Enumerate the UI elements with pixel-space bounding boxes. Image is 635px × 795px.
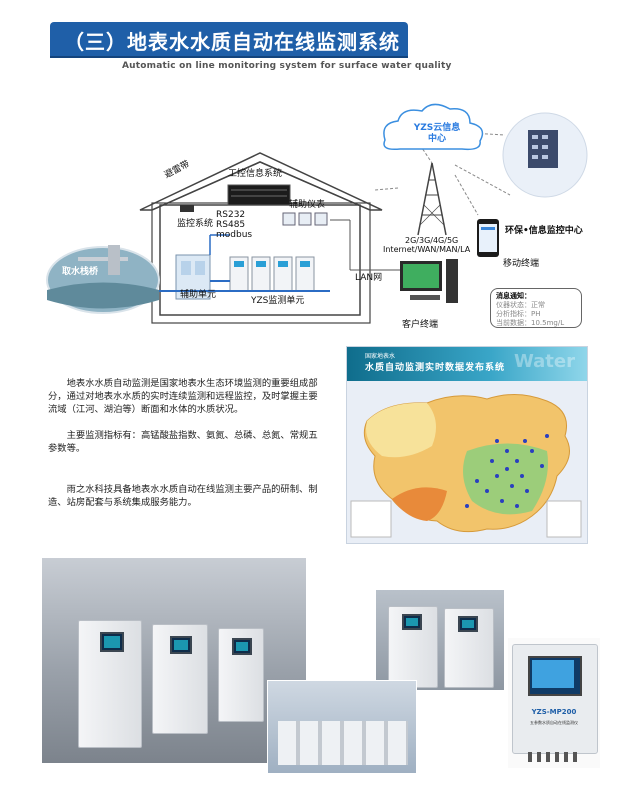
map-graphic bbox=[350, 394, 582, 538]
notification-row: 分析指标：PH bbox=[496, 310, 541, 318]
aux-instrument-3 bbox=[314, 212, 328, 226]
cloud-label: YZS云信息 中心 bbox=[397, 123, 477, 145]
yzs-unit-label: YZS监测单元 bbox=[251, 296, 305, 306]
protocol-rs485: RS485 bbox=[216, 220, 246, 230]
cloud-label-line-2: 中心 bbox=[427, 134, 446, 144]
body-paragraph-1: 地表水水质自动监测是国家地表水生态环境监测的重要组成部分，通过对地表水水质的实时… bbox=[48, 378, 318, 415]
aux-instrument-2 bbox=[298, 212, 312, 226]
lan-label: LAN网 bbox=[355, 273, 383, 283]
map-title-line-2: 水质自动监测实时数据发布系统 bbox=[365, 363, 506, 373]
page-title: （三）地表水水质自动在线监测系统 bbox=[64, 30, 400, 54]
notification-title: 消息通知： bbox=[496, 292, 531, 300]
cloud-label-line-1: YZS云信息 bbox=[413, 123, 461, 133]
title-bar: （三）地表水水质自动在线监测系统 bbox=[50, 22, 408, 56]
ipc-label: 工控信息系统 bbox=[228, 169, 283, 179]
map-title-line-1: 国家地表水 bbox=[365, 353, 396, 360]
cabinet-pair-photo bbox=[376, 590, 504, 690]
camera-icon bbox=[180, 205, 194, 212]
cabinet-product-photo bbox=[42, 558, 306, 763]
aux-instrument-label: 辅助仪表 bbox=[289, 200, 326, 210]
center-label: 环保•信息监控中心 bbox=[505, 226, 583, 236]
china-water-map: 国家地表水 水质自动监测实时数据发布系统 Water bbox=[346, 346, 588, 544]
page-subtitle: Automatic on line monitoring system for … bbox=[122, 61, 452, 71]
analyzer-device-photo: YZS-MP200 五参数水质自动在线监测仪 bbox=[508, 638, 600, 768]
factory-photo bbox=[267, 680, 417, 774]
notification-row: 仪器状态：正常 bbox=[496, 301, 545, 309]
camera-label: 监控系统 bbox=[177, 219, 214, 229]
device-model: YZS-MP200 bbox=[531, 708, 577, 716]
system-diagram bbox=[46, 103, 588, 324]
aux-instrument-1 bbox=[282, 212, 296, 226]
network-label-2: Internet/WAN/MAN/LA bbox=[383, 245, 471, 254]
body-paragraph-2: 主要监测指标有：高锰酸盐指数、氨氮、总磷、总氮、常规五参数等。 bbox=[48, 430, 318, 454]
client-label: 客户终端 bbox=[402, 320, 439, 330]
map-header: 国家地表水 水质自动监测实时数据发布系统 Water bbox=[347, 347, 587, 381]
mobile-label: 移动终端 bbox=[503, 259, 540, 269]
aux-unit-label: 辅助单元 bbox=[180, 290, 217, 300]
intake-label: 取水栈桥 bbox=[62, 267, 99, 277]
device-caption: 五参数水质自动在线监测仪 bbox=[530, 720, 578, 725]
cloud-icon bbox=[383, 103, 484, 151]
map-watermark: Water bbox=[513, 351, 575, 372]
network-label: 2G/3G/4G/5G bbox=[405, 236, 459, 245]
body-paragraph-3: 雨之水科技具备地表水水质自动在线监测主要产品的研制、制造、站房配套与系统集成服务… bbox=[48, 484, 318, 508]
protocol-modbus: modbus bbox=[216, 230, 253, 240]
cell-tower-icon bbox=[417, 162, 447, 236]
notification-box: 消息通知： 仪器状态：正常 分析指标：PH 当前数据：10.5mg/L bbox=[490, 288, 582, 328]
client-terminal-tower bbox=[446, 259, 458, 303]
protocol-rs232: RS232 bbox=[216, 210, 246, 220]
notification-row: 当前数据：10.5mg/L bbox=[496, 319, 565, 327]
